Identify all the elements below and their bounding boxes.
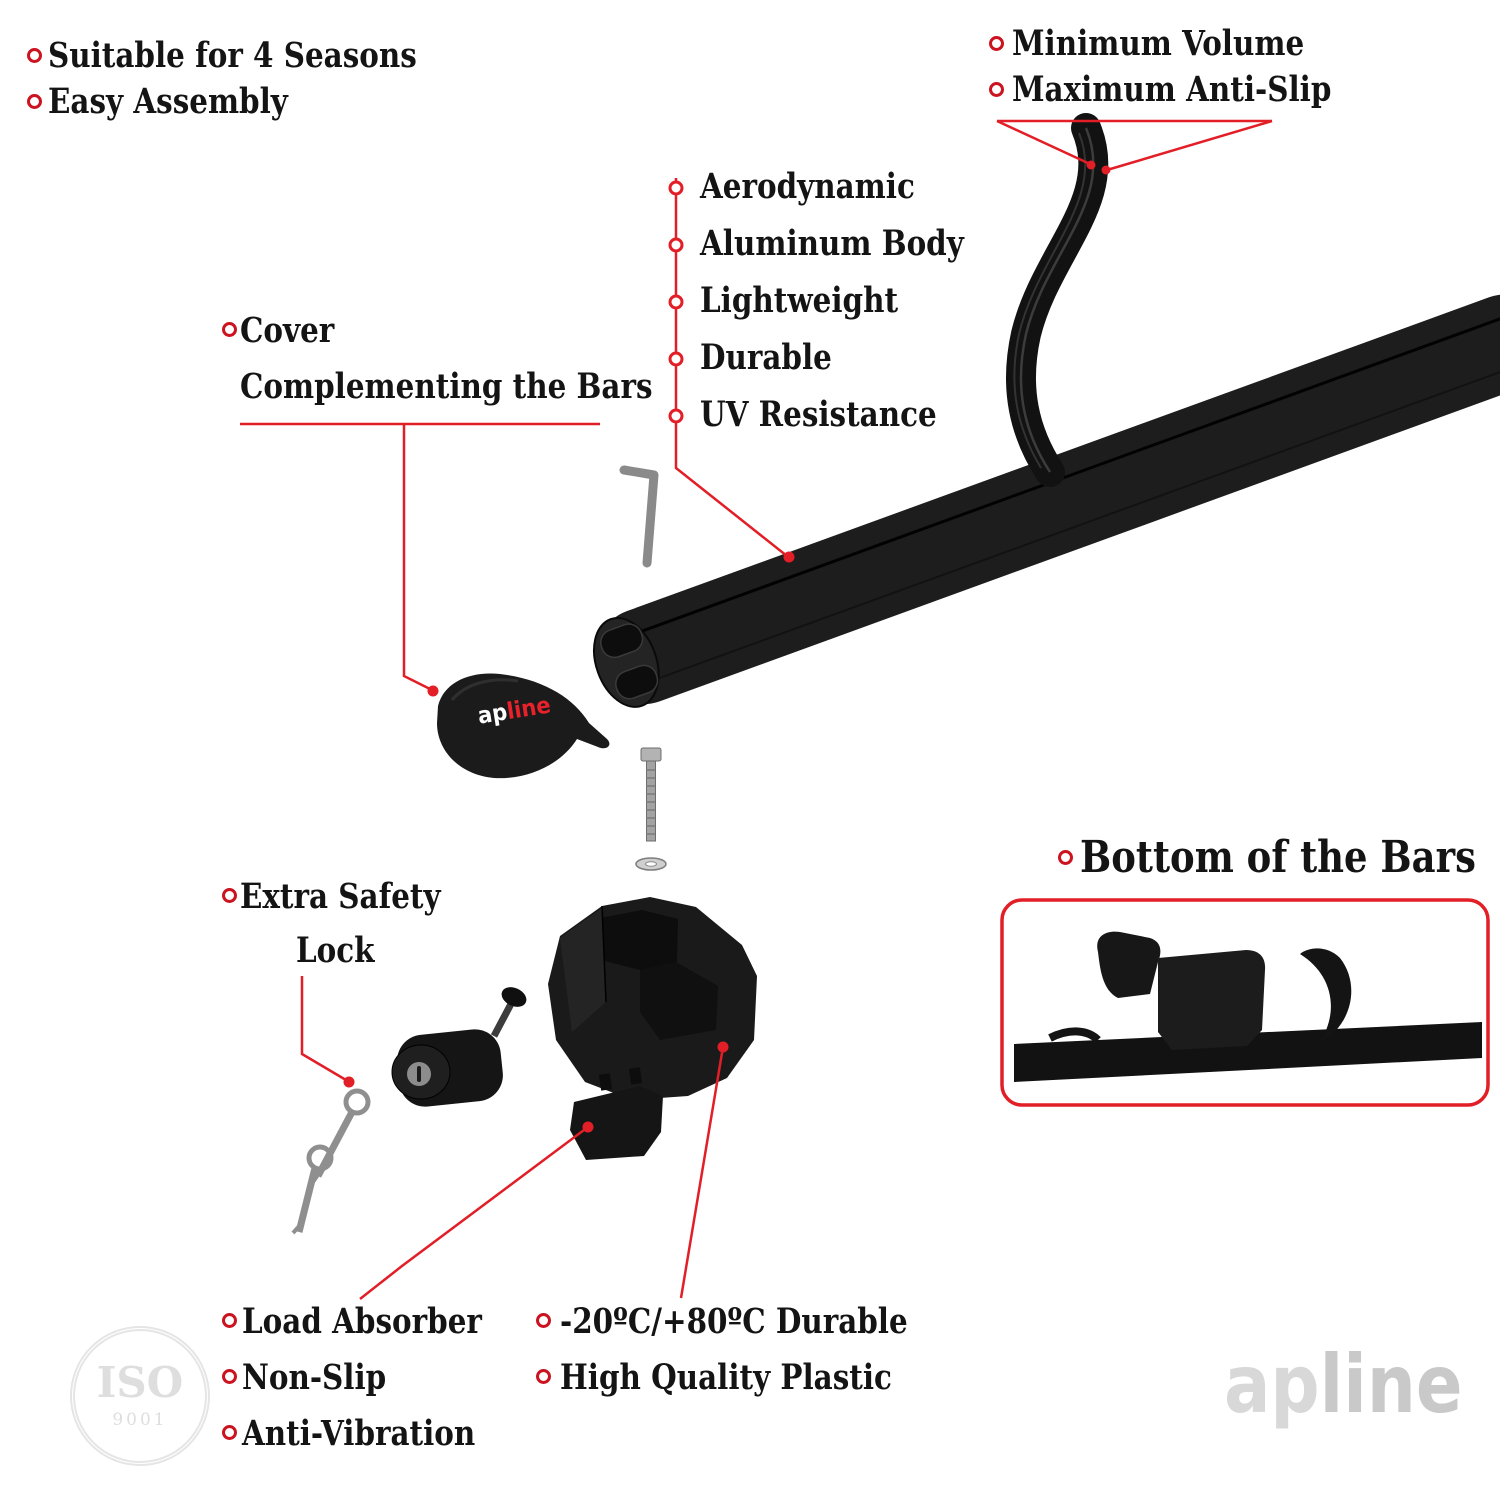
callout-line-strip-left (996, 119, 1091, 166)
mounting-bolt (640, 747, 662, 842)
inset-strip-flap (1300, 948, 1352, 1042)
callout-dot-strip-b (1101, 165, 1111, 175)
crossbar (593, 294, 1500, 708)
lock-keys (291, 1088, 371, 1235)
bar-feature-uv: UV Resistance (700, 394, 937, 435)
safety-lock (391, 987, 527, 1107)
bullet-ring (222, 888, 237, 903)
list-ring (668, 351, 684, 367)
feature-maximum-antislip: Maximum Anti-Slip (1012, 69, 1332, 110)
callout-line-foot (679, 1046, 725, 1299)
bullet-ring (222, 1425, 237, 1440)
bottom-inset-frame (1000, 898, 1490, 1107)
inset-bar (1014, 1022, 1482, 1082)
bullet-ring (27, 94, 42, 109)
feature-load-absorber: Load Absorber (242, 1301, 482, 1342)
list-ring (668, 237, 684, 253)
brand-part1: ap (476, 699, 510, 730)
bullet-ring (536, 1313, 551, 1328)
feature-anti-vibration: Anti-Vibration (242, 1413, 476, 1454)
bar-feature-aluminum: Aluminum Body (700, 223, 964, 264)
bar-feature-aerodynamic: Aerodynamic (700, 166, 915, 207)
callout-line-lock (300, 976, 347, 1082)
cover-label-line1: Cover (240, 310, 335, 351)
bullet-ring (222, 1369, 237, 1384)
callout-line-cover (402, 424, 431, 691)
brand-watermark: apline (1224, 1338, 1462, 1431)
feature-temperature-durable: -20ºC/+80ºC Durable (560, 1301, 908, 1342)
bullet-ring (27, 48, 42, 63)
hex-wrench (619, 465, 659, 568)
callout-dot-lock (343, 1076, 355, 1088)
lock-label-line1: Extra Safety (240, 876, 441, 917)
inset-clamp-body (1158, 950, 1266, 1050)
list-ring (668, 408, 684, 424)
end-cap-cover (437, 673, 610, 779)
bottom-bars-label: Bottom of the Bars (1080, 832, 1476, 883)
callout-dot-foot (717, 1041, 729, 1053)
brand-part2: line (1319, 1338, 1463, 1431)
callout-line-bar-features (674, 178, 788, 557)
load-absorber-pad (570, 1067, 663, 1160)
callout-dot-bar (783, 551, 795, 563)
feature-minimum-volume: Minimum Volume (1012, 23, 1305, 64)
callout-line-strip-right (1106, 119, 1273, 172)
feature-easy-assembly: Easy Assembly (48, 81, 288, 122)
bar-feature-durable: Durable (700, 337, 832, 378)
brand-part1: ap (1224, 1338, 1320, 1431)
callout-dot-strip-a (1086, 160, 1096, 170)
iso-subtitle: 9001 (112, 1410, 168, 1430)
inset-clamp-hook (1097, 931, 1161, 998)
bullet-ring (989, 82, 1004, 97)
feature-quality-plastic: High Quality Plastic (560, 1357, 892, 1398)
feature-non-slip: Non-Slip (242, 1357, 387, 1398)
cover-label-line2: Complementing the Bars (240, 366, 653, 407)
washer (635, 857, 667, 871)
list-ring (668, 294, 684, 310)
lock-label-line2: Lock (296, 930, 375, 971)
feature-suitable-seasons: Suitable for 4 Seasons (48, 35, 417, 76)
callout-line-pad (359, 1125, 589, 1300)
callout-dot-cover (427, 685, 439, 697)
list-ring (668, 180, 684, 196)
bullet-ring (222, 322, 237, 337)
iso-badge: ISO 9001 (70, 1326, 210, 1466)
bullet-ring (536, 1369, 551, 1384)
bar-feature-lightweight: Lightweight (700, 280, 899, 321)
bullet-ring (989, 36, 1004, 51)
iso-title: ISO (96, 1358, 184, 1407)
callout-dot-pad (582, 1121, 594, 1133)
bullet-ring (222, 1313, 237, 1328)
foot-mount (548, 897, 757, 1100)
bullet-ring (1058, 850, 1073, 865)
rubber-strip (1005, 113, 1109, 487)
